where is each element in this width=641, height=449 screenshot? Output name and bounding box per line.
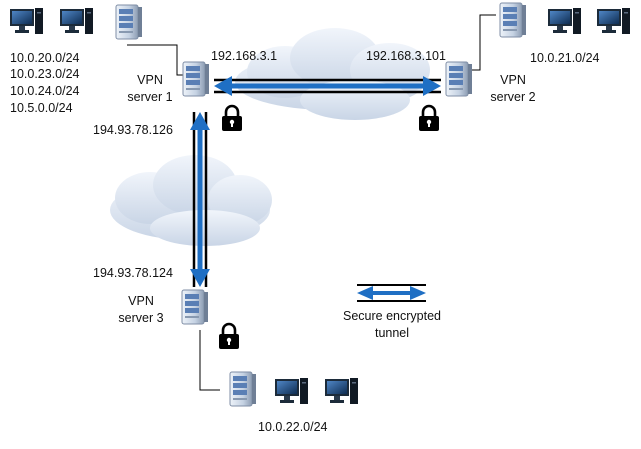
subnet-label: 10.0.22.0/24	[258, 420, 328, 434]
ip-label: 192.168.3.101	[366, 49, 446, 63]
server-3-label-line2: server 3	[118, 311, 163, 325]
vpn-server-1-icon	[182, 61, 210, 97]
subnet-label: 10.0.24.0/24	[10, 84, 80, 98]
workstation-icon	[548, 8, 581, 34]
legend-label-line2: tunnel	[375, 326, 409, 340]
server-1-label-line1: VPN	[137, 73, 163, 87]
legend-tunnel-icon	[357, 284, 426, 302]
lan-server-icon-2	[499, 2, 527, 38]
cloud-icon	[110, 155, 272, 246]
padlock-icon	[417, 104, 441, 133]
tunnel-server1-server2	[214, 76, 441, 96]
tunnel-server1-server3	[190, 112, 210, 287]
subnet-label: 10.5.0.0/24	[10, 101, 73, 115]
workstation-icon	[275, 378, 308, 404]
server-2-label-line1: VPN	[500, 73, 526, 87]
ip-label: 194.93.78.124	[93, 266, 173, 280]
workstation-icon	[10, 8, 43, 34]
subnet-label: 10.0.21.0/24	[530, 51, 600, 65]
subnet-label: 10.0.20.0/24	[10, 51, 80, 65]
lan-server-icon-1	[115, 4, 143, 40]
cloud-icon	[235, 28, 430, 120]
ip-label: 194.93.78.126	[93, 123, 173, 137]
server-1-label-line2: server 1	[127, 90, 172, 104]
padlock-icon	[220, 104, 244, 133]
vpn-server-2-icon	[445, 61, 473, 97]
vpn-server-3-icon	[181, 289, 209, 325]
workstation-icon	[597, 8, 630, 34]
ip-label: 192.168.3.1	[211, 49, 277, 63]
workstation-icon	[60, 8, 93, 34]
workstation-icon	[325, 378, 358, 404]
server-2-label-line2: server 2	[490, 90, 535, 104]
lan-server-icon-3	[229, 371, 257, 407]
legend-label-line1: Secure encrypted	[343, 309, 441, 323]
server-3-label-line1: VPN	[128, 294, 154, 308]
padlock-icon	[217, 322, 241, 351]
subnet-label: 10.0.23.0/24	[10, 67, 80, 81]
